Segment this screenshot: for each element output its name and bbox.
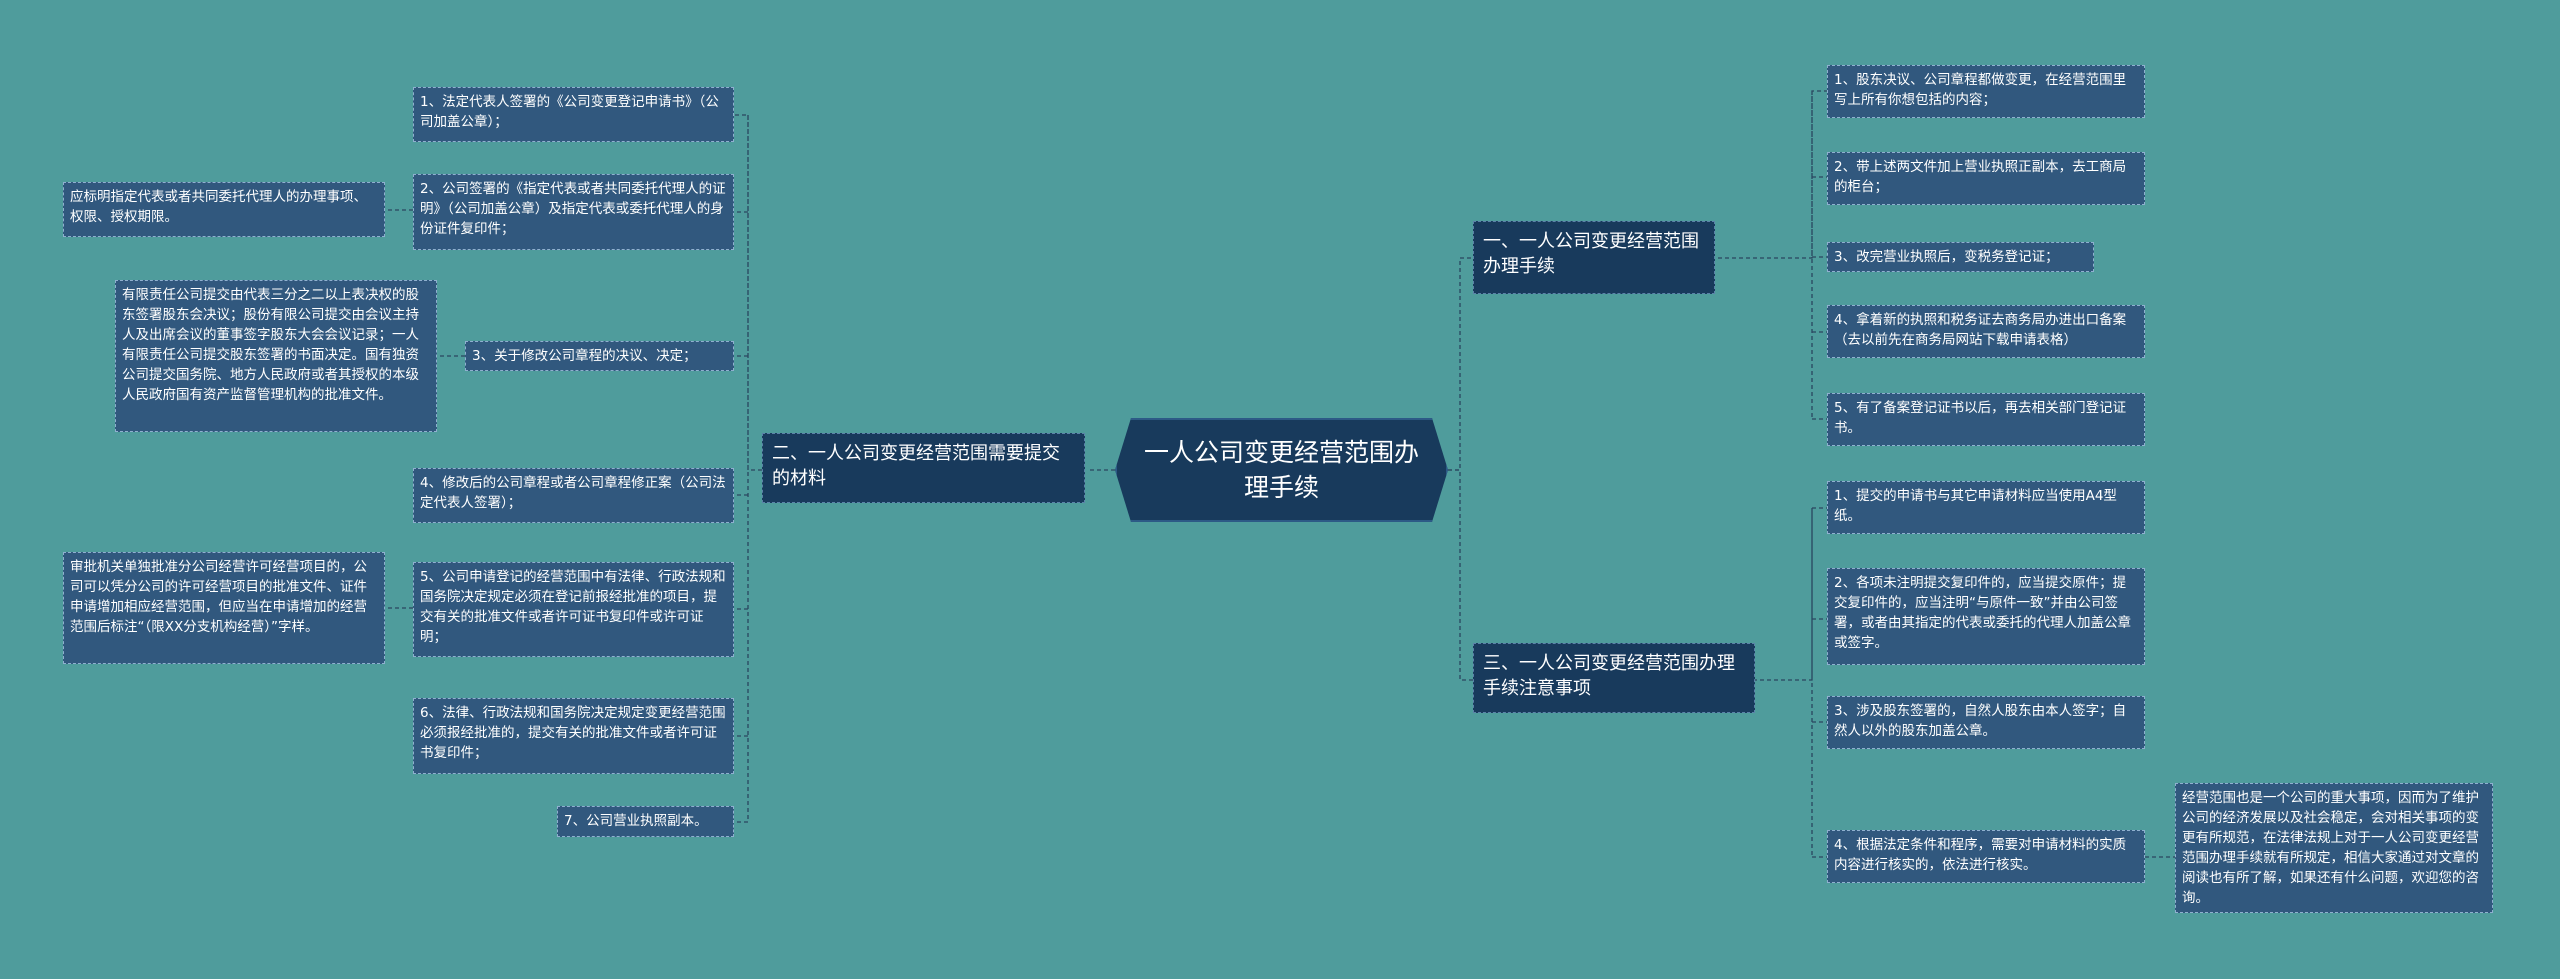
- b1-item-2[interactable]: 2、带上述两文件加上营业执照正副本，去工商局的柜台；: [1827, 152, 2145, 205]
- b3-item-4[interactable]: 4、根据法定条件和程序，需要对申请材料的实质内容进行核实的，依法进行核实。: [1827, 830, 2145, 883]
- root-topic[interactable]: 一人公司变更经营范围办理手续: [1115, 418, 1448, 522]
- b2-item-6[interactable]: 6、法律、行政法规和国务院决定规定变更经营范围必须报经批准的，提交有关的批准文件…: [413, 698, 734, 774]
- branch-b2[interactable]: 二、一人公司变更经营范围需要提交的材料: [762, 433, 1085, 503]
- branch-b3[interactable]: 三、一人公司变更经营范围办理手续注意事项: [1473, 643, 1755, 713]
- link-b3-items: [1473, 507, 1827, 858]
- b1-item-5[interactable]: 5、有了备案登记证书以后，再去相关部门登记证书。: [1827, 393, 2145, 446]
- link-b2-notes: [385, 209, 465, 609]
- b3-item-1[interactable]: 1、提交的申请书与其它申请材料应当使用A4型纸。: [1827, 481, 2145, 534]
- b2-note-1[interactable]: 应标明指定代表或者共同委托代理人的办理事项、权限、授权期限。: [63, 182, 385, 237]
- b2-item-5[interactable]: 5、公司申请登记的经营范围中有法律、行政法规和国务院决定规定必须在登记前报经批准…: [413, 562, 734, 657]
- b2-item-3[interactable]: 3、关于修改公司章程的决议、决定；: [465, 341, 734, 371]
- link-b1-items: [1473, 90, 1827, 420]
- b2-note-3[interactable]: 审批机关单独批准分公司经营许可经营项目的，公司可以凭分公司的许可经营项目的批准文…: [63, 552, 385, 664]
- link-b2-items: [734, 114, 762, 823]
- b2-note-2[interactable]: 有限责任公司提交由代表三分之二以上表决权的股东签署股东会决议；股份有限公司提交由…: [115, 280, 437, 432]
- b1-item-3[interactable]: 3、改完营业执照后，变税务登记证；: [1827, 242, 2094, 272]
- b2-item-2[interactable]: 2、公司签署的《指定代表或者共同委托代理人的证明》（公司加盖公章）及指定代表或委…: [413, 174, 734, 250]
- b3-note-1[interactable]: 经营范围也是一个公司的重大事项，因而为了维护公司的经济发展以及社会稳定，会对相关…: [2175, 783, 2493, 913]
- b1-item-4[interactable]: 4、拿着新的执照和税务证去商务局办进出口备案（去以前先在商务局网站下载申请表格）: [1827, 305, 2145, 358]
- b3-item-3[interactable]: 3、涉及股东签署的，自然人股东由本人签字；自然人以外的股东加盖公章。: [1827, 696, 2145, 749]
- b2-item-4[interactable]: 4、修改后的公司章程或者公司章程修正案（公司法定代表人签署）；: [413, 468, 734, 523]
- b2-item-7[interactable]: 7、公司营业执照副本。: [557, 806, 734, 837]
- link-root-b1: [1448, 257, 1473, 471]
- branch-b1[interactable]: 一、一人公司变更经营范围办理手续: [1473, 221, 1715, 294]
- b1-item-1[interactable]: 1、股东决议、公司章程都做变更，在经营范围里写上所有你想包括的内容；: [1827, 65, 2145, 118]
- b3-item-2[interactable]: 2、各项未注明提交复印件的，应当提交原件；提交复印件的，应当注明“与原件一致”并…: [1827, 568, 2145, 665]
- link-root-b3: [1448, 469, 1473, 681]
- b2-item-1[interactable]: 1、法定代表人签署的《公司变更登记申请书》（公司加盖公章）；: [413, 87, 734, 142]
